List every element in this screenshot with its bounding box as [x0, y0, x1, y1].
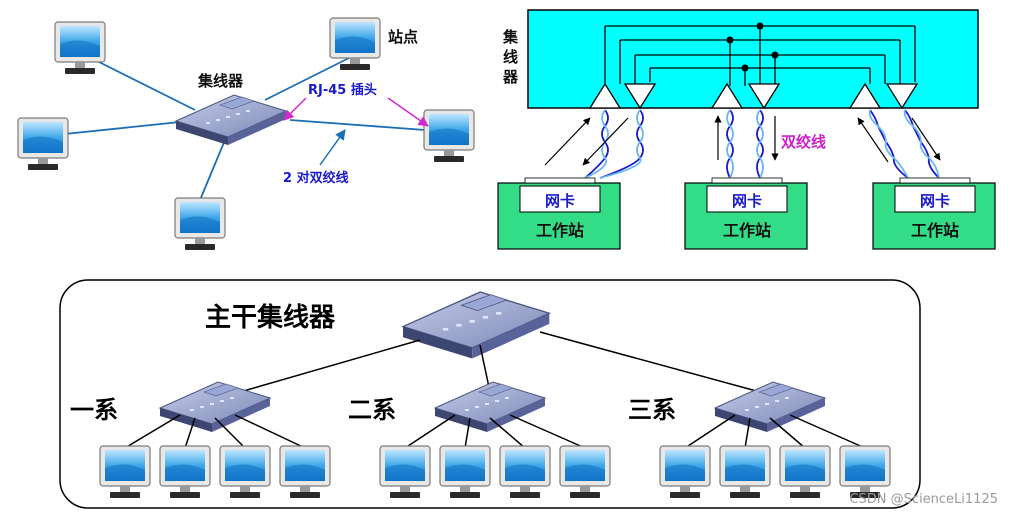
- station-pc-2: [329, 17, 381, 71]
- rj45-label: RJ-45 插头: [308, 82, 377, 98]
- nic-label-3: 网卡: [920, 192, 950, 210]
- hierarchical-hub-panel: 主干集线器 一系 二系 三系: [59, 279, 921, 509]
- department-label-1: 一系: [70, 396, 118, 424]
- backbone-hub-label: 主干集线器: [205, 302, 336, 333]
- signal-arrows: [544, 115, 941, 166]
- workstation-label-2: 工作站: [723, 221, 771, 240]
- station-pc-4: [423, 109, 475, 163]
- nic-label-1: 网卡: [545, 192, 575, 210]
- workstation-1: 网卡 工作站: [497, 177, 621, 250]
- department-links: [124, 414, 866, 449]
- star-topology-panel: 集线器 站点 RJ-45 插头 2 对双绞线: [17, 17, 475, 251]
- station-pc-3: [17, 117, 69, 171]
- twisted-pair-arrow: [319, 129, 346, 166]
- station-pc-1: [54, 21, 106, 75]
- hub-internal-panel: 集线器: [497, 9, 996, 250]
- rj45-arrow-right: [387, 97, 429, 127]
- department-label-2: 二系: [348, 396, 396, 424]
- hub-device: [175, 94, 287, 146]
- department-label-3: 三系: [628, 396, 676, 424]
- workstation-label-1: 工作站: [536, 221, 584, 240]
- nic-label-2: 网卡: [732, 192, 762, 210]
- hub-vertical-label: 集线器: [502, 28, 519, 86]
- workstation-label-3: 工作站: [911, 221, 959, 240]
- twisted-pair-label-right: 双绞线: [781, 133, 826, 151]
- station-label: 站点: [388, 28, 418, 46]
- workstation-3: 网卡 工作站: [872, 177, 996, 250]
- repeaters: [588, 82, 919, 110]
- station-pc-5: [174, 197, 226, 251]
- twisted-pair-cables: [584, 109, 940, 179]
- watermark: CSDN @ScienceLi1125: [849, 492, 998, 507]
- rj45-arrow-left: [283, 97, 307, 121]
- junction-dots: [726, 22, 779, 72]
- twisted-pair-label: 2 对双绞线: [283, 170, 349, 186]
- workstation-2: 网卡 工作站: [684, 177, 808, 250]
- hub-label: 集线器: [197, 72, 244, 90]
- link-lines: [54, 54, 426, 201]
